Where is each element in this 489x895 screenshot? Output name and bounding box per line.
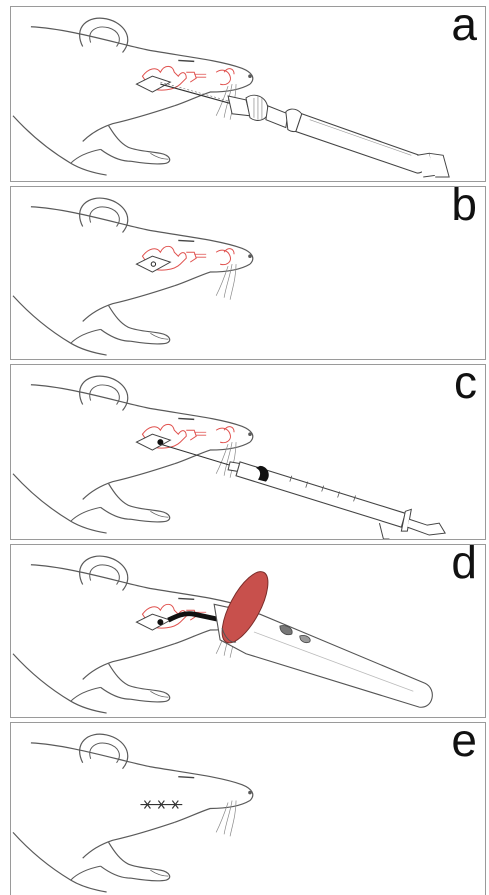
mouse-outline-icon bbox=[13, 734, 253, 892]
panel-label: b bbox=[451, 186, 477, 227]
incision-outline bbox=[136, 424, 234, 450]
panel-label: a bbox=[451, 6, 477, 47]
suture-icon bbox=[140, 801, 182, 809]
incision-outline bbox=[136, 66, 234, 92]
curing-light-icon bbox=[168, 565, 432, 707]
panel-label: c bbox=[454, 364, 477, 405]
panel-a: a bbox=[10, 6, 486, 182]
mouse-outline-icon bbox=[13, 198, 253, 355]
mouse-syringe-illustration bbox=[11, 365, 485, 539]
mouse-curing-light-illustration bbox=[11, 545, 485, 717]
panel-c: c bbox=[10, 364, 486, 540]
dental-drill-icon bbox=[160, 82, 449, 177]
panel-d: d bbox=[10, 544, 486, 718]
mouse-outline-icon bbox=[13, 18, 253, 175]
mouse-exposed-illustration bbox=[11, 187, 485, 359]
panel-b: b bbox=[10, 186, 486, 360]
panel-label: d bbox=[451, 544, 477, 585]
panel-e: e bbox=[10, 722, 486, 895]
syringe-icon bbox=[160, 444, 445, 539]
mouse-outline-icon bbox=[13, 376, 253, 533]
filled-cavity-icon bbox=[157, 619, 163, 625]
mouse-outline-icon bbox=[13, 556, 253, 713]
mouse-sutured-illustration bbox=[11, 723, 485, 895]
incision-outline bbox=[136, 246, 234, 272]
panel-label: e bbox=[451, 722, 477, 763]
mouse-drill-illustration bbox=[11, 7, 485, 181]
